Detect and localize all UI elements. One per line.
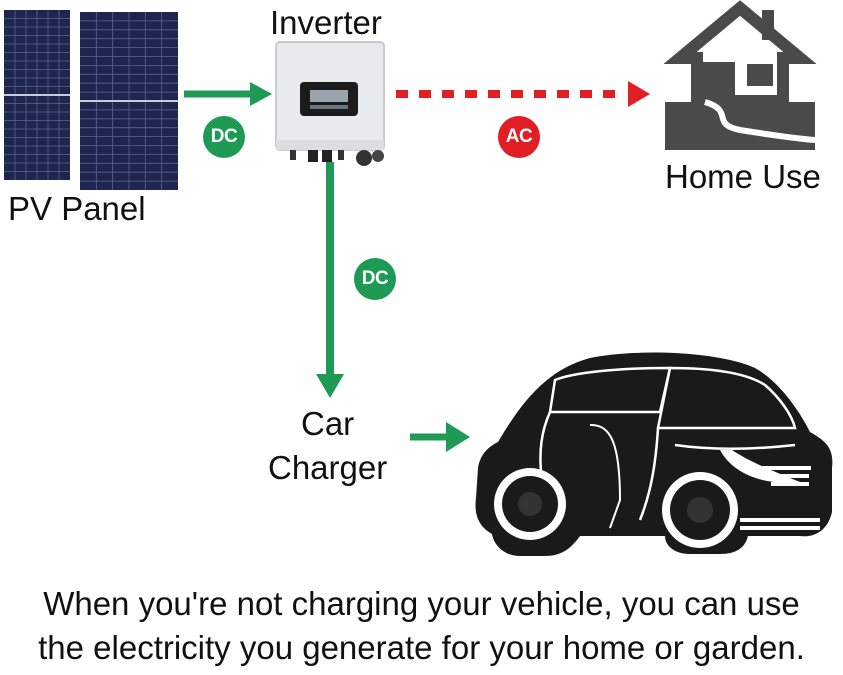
car-charger-label: Charger [268, 449, 388, 486]
dc-arrow-inverter-to-charger [316, 162, 344, 398]
caption-line: the electricity you generate for your ho… [38, 629, 805, 666]
pv-panel-label: PV Panel [8, 190, 146, 227]
caption: When you're not charging your vehicle, y… [0, 582, 843, 670]
dc-badge: DC [203, 116, 245, 158]
ac-arrow-inverter-to-home [396, 81, 650, 107]
electric-car-icon [475, 352, 833, 556]
dc-arrow-pv-to-inverter [184, 82, 272, 106]
caption-line: When you're not charging your vehicle, y… [43, 585, 800, 622]
dc-badge: DC [354, 258, 396, 300]
inverter-label: Inverter [270, 4, 382, 41]
home-use-label: Home Use [665, 158, 821, 195]
house-icon [663, 0, 817, 150]
ac-badge: AC [498, 116, 540, 158]
inverter-icon [275, 41, 385, 166]
dc-arrow-charger-to-car [410, 422, 470, 452]
car-charger-label: Car [301, 405, 355, 442]
solar-panel-icon [4, 10, 178, 190]
